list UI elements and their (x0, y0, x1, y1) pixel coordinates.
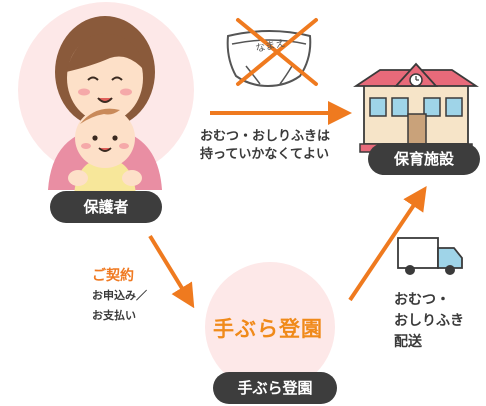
service-circle-bg (205, 262, 335, 392)
edge-label-line1: おむつ・おしりふきは (200, 129, 331, 144)
parent-label: 保護者 (50, 191, 162, 223)
service-logo-text: 手ぶら登園 (213, 317, 323, 341)
edge-label-parent-facility: おむつ・おしりふきは 持っていかなくてよい (200, 128, 330, 164)
facility-label: 保育施設 (368, 143, 480, 175)
service-label: 手ぶら登園 (213, 372, 337, 404)
arrow-service-to-facility (348, 186, 427, 302)
edge-label-contract: ご契約 お申込み／ お支払い (92, 266, 147, 326)
contract-line1: お申込み／ (92, 289, 147, 302)
delivery-line2: おしりふき (394, 313, 464, 329)
contract-title: ご契約 (92, 268, 134, 284)
delivery-line3: 配送 (394, 334, 422, 350)
edge-label-line2: 持っていかなくてよい (200, 147, 329, 162)
service-logo: 手ぶら登園 (213, 313, 323, 343)
edge-label-delivery: おむつ・ おしりふき 配送 (394, 290, 464, 353)
arrow-parent-to-service (148, 234, 195, 309)
delivery-line1: おむつ・ (394, 292, 450, 308)
contract-line2: お支払い (92, 309, 136, 322)
